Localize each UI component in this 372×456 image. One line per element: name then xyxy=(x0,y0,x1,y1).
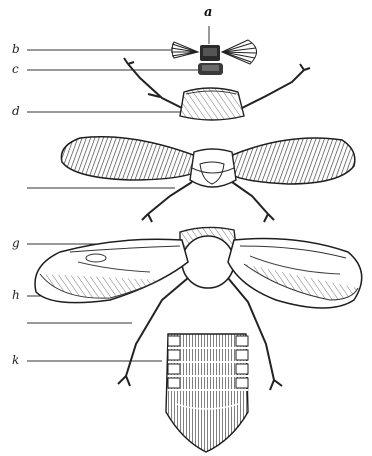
label-d: d xyxy=(12,105,20,117)
prothorax-d xyxy=(180,88,244,120)
abdomen-k xyxy=(166,334,248,452)
label-b: b xyxy=(12,43,20,55)
left-elytron xyxy=(61,137,196,180)
label-a: a xyxy=(204,6,212,19)
right-elytron xyxy=(230,138,355,184)
mouthpart-c xyxy=(198,63,223,75)
label-h: h xyxy=(12,289,20,301)
antenna-left xyxy=(171,42,198,58)
label-g: g xyxy=(12,237,20,249)
right-hind-wing xyxy=(228,239,362,309)
label-k: k xyxy=(12,354,19,366)
leader-lines xyxy=(27,26,209,361)
label-c: c xyxy=(12,63,19,75)
head-part-a xyxy=(200,45,220,61)
mesothorax xyxy=(190,149,236,187)
antenna-right xyxy=(222,40,257,64)
left-hind-wing xyxy=(35,239,188,302)
